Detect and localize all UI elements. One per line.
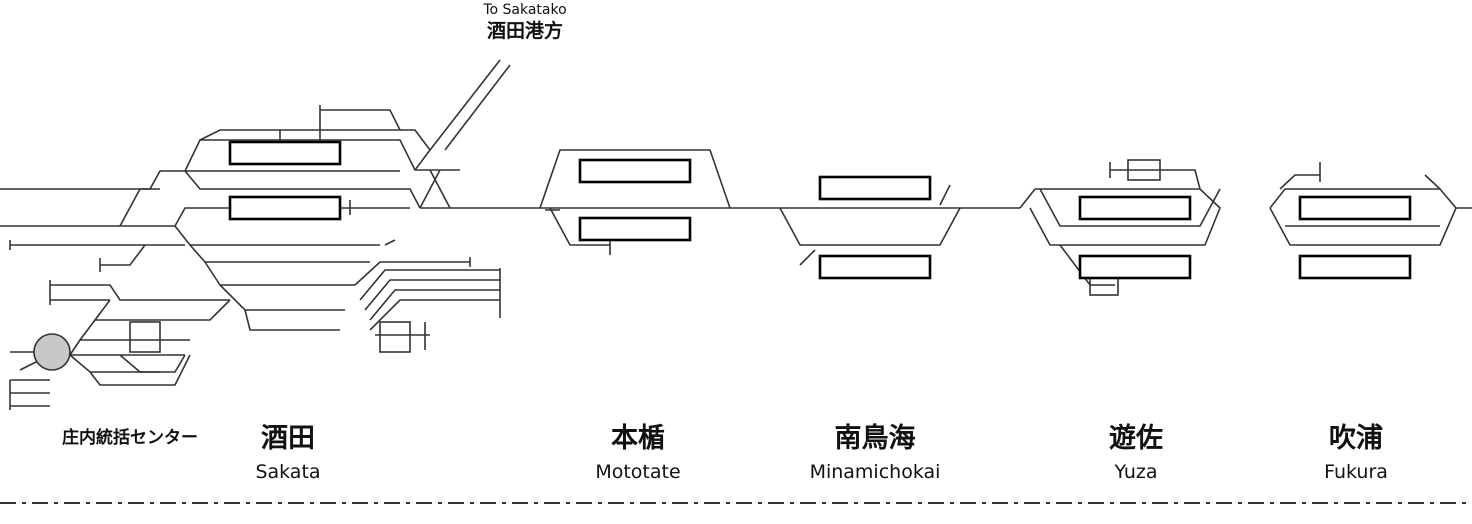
- platform-minamichokai-1: [818, 175, 932, 201]
- platform-fukura-2: [1298, 254, 1412, 280]
- platform-sakata-1: [228, 140, 342, 166]
- platform-sakata-2: [228, 195, 342, 221]
- platform-fukura-1: [1298, 195, 1412, 221]
- station-name-en-yuza: Yuza: [1114, 461, 1158, 483]
- station-name-jp-fukura: 吹浦: [1329, 423, 1383, 454]
- branch-label-en: To Sakatako: [483, 2, 567, 18]
- station-name-jp-sakata: 酒田: [261, 423, 315, 454]
- track-lines: [0, 59, 1472, 410]
- platforms: [228, 140, 1412, 280]
- station-name-jp-yuza: 遊佐: [1109, 423, 1163, 454]
- station-name-jp-mototate: 本楯: [611, 423, 665, 454]
- platform-mototate-1: [578, 158, 692, 184]
- station-name-en-sakata: Sakata: [255, 461, 321, 483]
- depot-label: 庄内統括センター: [62, 428, 198, 448]
- station-name-en-minamichokai: Minamichokai: [809, 461, 941, 483]
- platform-yuza-1: [1078, 195, 1192, 221]
- turntable-icon: [33, 333, 71, 371]
- station-name-jp-minamichokai: 南鳥海: [834, 423, 916, 454]
- platform-yuza-2: [1078, 254, 1192, 280]
- station-name-en-mototate: Mototate: [595, 461, 681, 483]
- branch-label-jp: 酒田港方: [486, 20, 563, 42]
- station-name-en-fukura: Fukura: [1324, 461, 1388, 483]
- platform-minamichokai-2: [818, 254, 932, 280]
- platform-mototate-2: [578, 216, 692, 242]
